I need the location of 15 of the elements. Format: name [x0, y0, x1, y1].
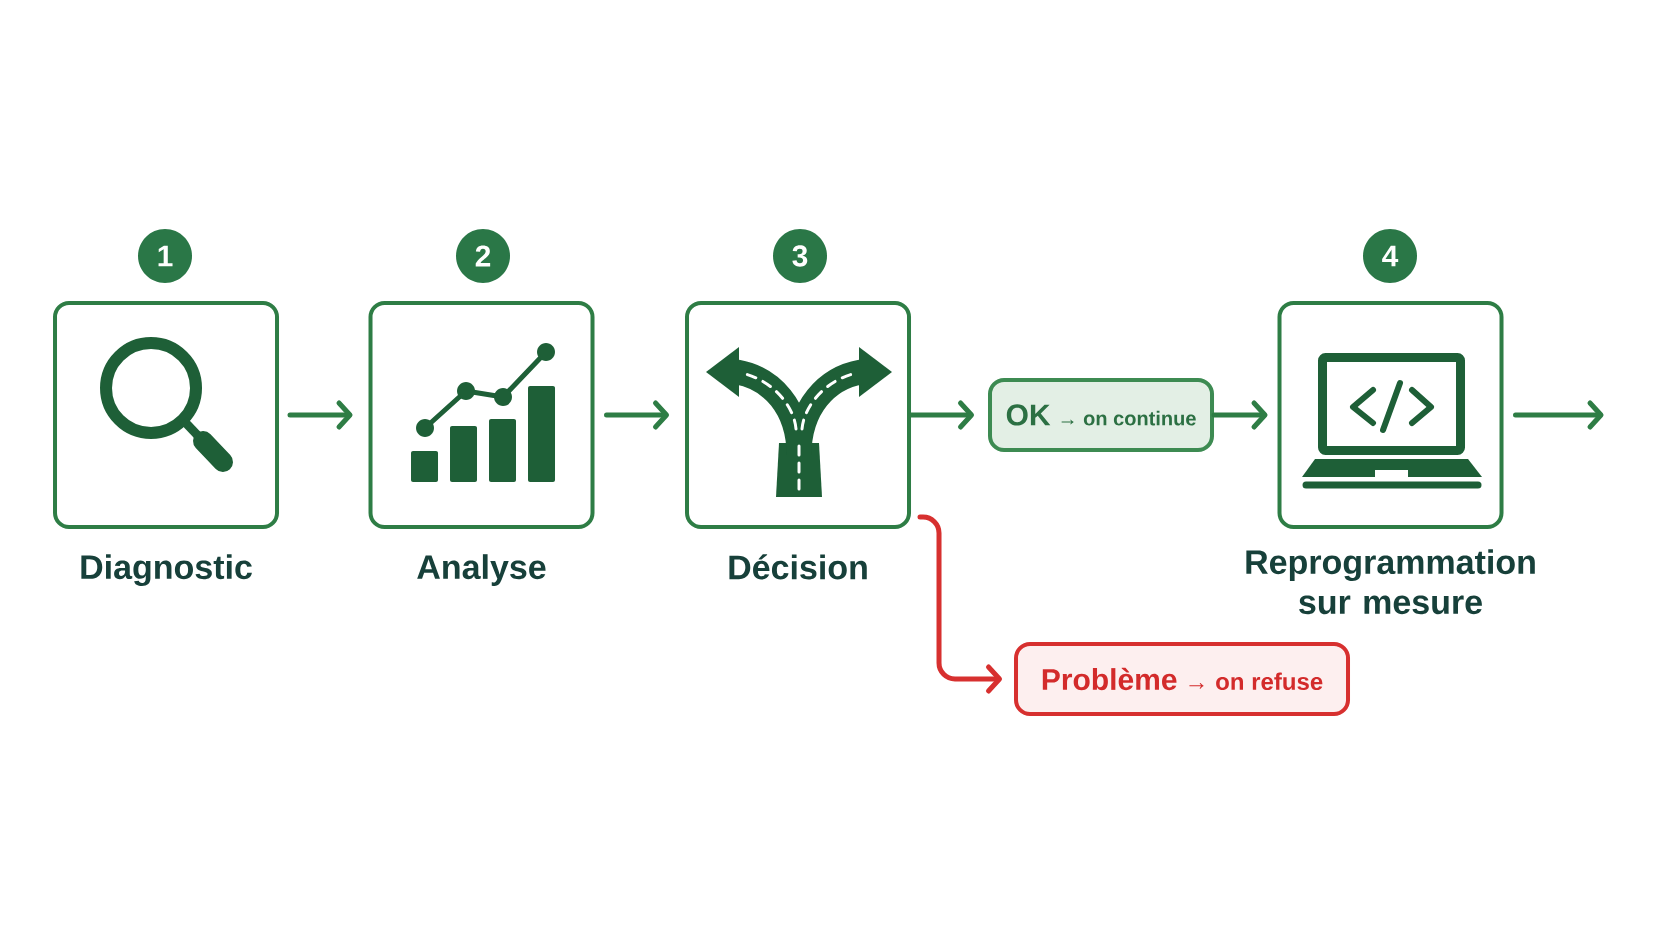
outcome-box: OK → on continue — [988, 378, 1214, 452]
step-label: Diagnostic — [81, 554, 252, 587]
number-badge: 1 — [138, 229, 192, 283]
arrow — [908, 400, 974, 430]
arrow — [1513, 400, 1604, 430]
outcome-box: Problème → on refuse — [1014, 642, 1350, 716]
arrow — [287, 400, 353, 430]
arrow — [604, 400, 669, 430]
step-label: Reprogrammation sur mesure — [1246, 549, 1535, 615]
number-badge: 4 — [1363, 229, 1417, 283]
step-label: Décision — [729, 554, 867, 580]
arrow — [1211, 400, 1268, 430]
step-label: Analyse — [417, 554, 546, 586]
number-badge: 3 — [773, 229, 827, 283]
number-badge: 2 — [456, 229, 510, 283]
